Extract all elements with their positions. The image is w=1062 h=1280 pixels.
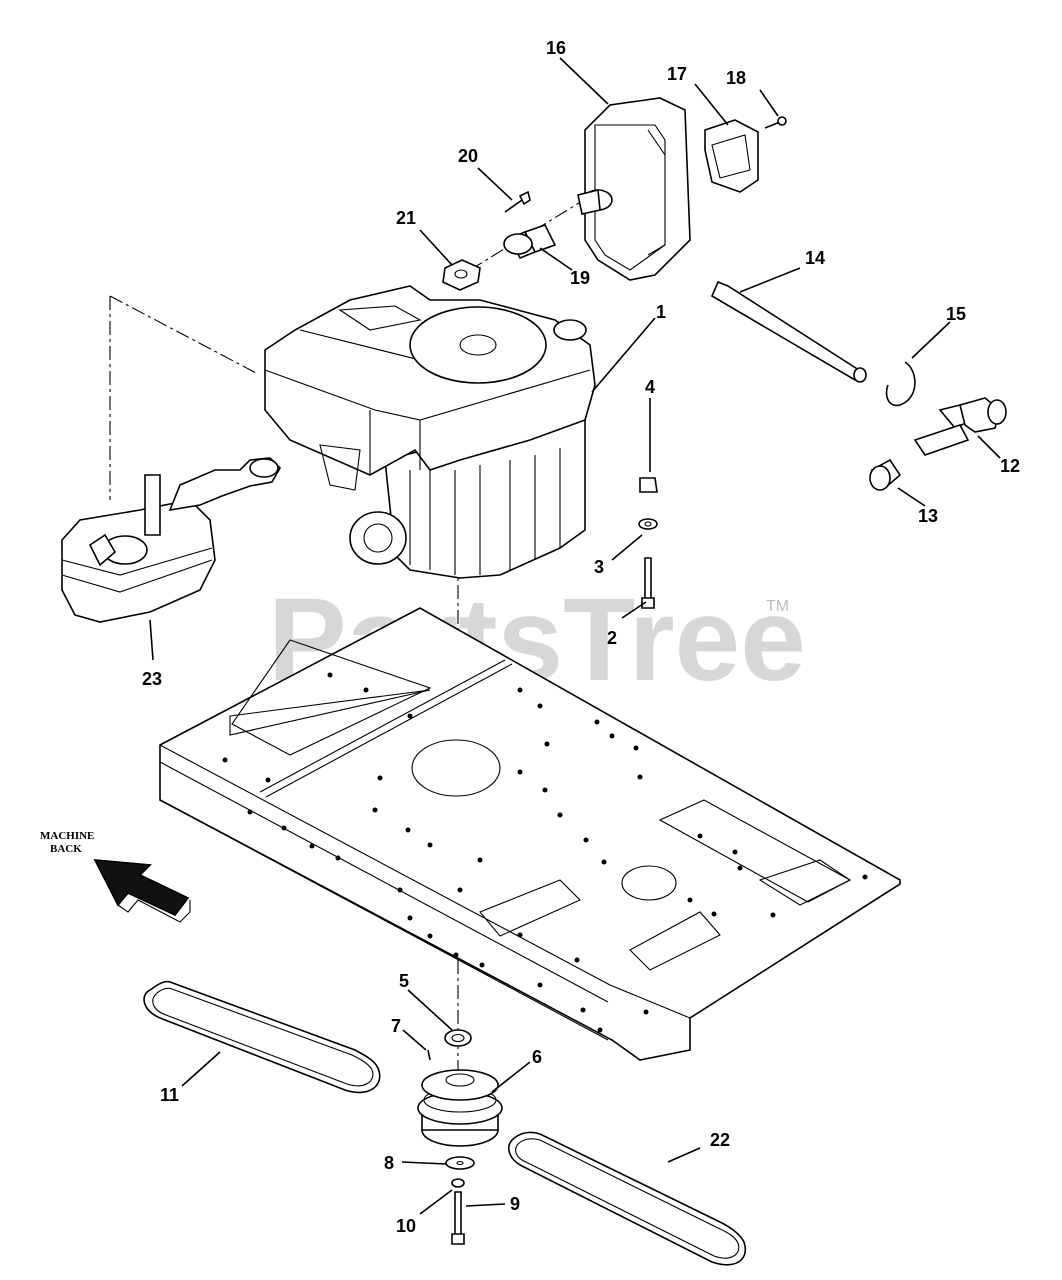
callout-8: 8	[384, 1153, 394, 1173]
cap-13	[869, 458, 902, 491]
bolt-20	[504, 190, 531, 213]
callout-12: 12	[1000, 456, 1020, 476]
bolt-9	[451, 1191, 465, 1245]
callout-15: 15	[946, 304, 966, 324]
belt-11	[143, 980, 381, 1094]
callout-19: 19	[570, 268, 590, 288]
callout-5: 5	[399, 971, 409, 991]
callout-1: 1	[656, 302, 666, 322]
callout-7: 7	[391, 1016, 401, 1036]
machine-back-arrow	[93, 859, 191, 923]
callout-17: 17	[667, 64, 687, 84]
callout-14: 14	[805, 248, 825, 268]
muffler-align-line	[109, 295, 259, 500]
fuel-hose-14	[710, 280, 867, 383]
callout-4: 4	[645, 377, 655, 397]
gasket-17	[704, 119, 759, 193]
clamp-15	[885, 361, 916, 407]
callout-10: 10	[396, 1216, 416, 1236]
gasket-21	[442, 259, 481, 291]
machine-back-label-line2: BACK	[50, 843, 82, 855]
belt-22	[508, 1131, 747, 1266]
rear-muffler	[577, 97, 691, 281]
screw-18	[764, 116, 787, 129]
tee-fitting-12	[913, 397, 1007, 456]
callout-9: 9	[510, 1194, 520, 1214]
callout-11: 11	[160, 1085, 179, 1105]
pulley-6	[417, 1069, 503, 1147]
callout-16: 16	[546, 38, 566, 58]
lock-washer-10	[451, 1178, 465, 1188]
leader-lines	[149, 57, 1001, 1215]
callout-2: 2	[607, 628, 617, 648]
side-muffler	[61, 457, 281, 623]
callout-21: 21	[396, 208, 416, 228]
callout-22: 22	[710, 1130, 730, 1150]
callout-20: 20	[458, 146, 478, 166]
callout-3: 3	[594, 557, 604, 577]
washer-3	[638, 518, 658, 530]
callout-18: 18	[726, 68, 746, 88]
watermark-trademark: TM	[766, 598, 789, 615]
nut-4	[639, 477, 658, 493]
exhaust-pipe-19	[503, 224, 557, 260]
callout-6: 6	[532, 1047, 542, 1067]
engine	[264, 285, 596, 579]
key-7	[427, 1049, 431, 1061]
spacer-5	[444, 1029, 472, 1047]
callout-13: 13	[918, 506, 938, 526]
chassis-frame	[159, 607, 901, 1061]
callout-23: 23	[142, 669, 162, 689]
machine-back-label-line1: MACHINE	[40, 830, 94, 842]
washer-8	[445, 1156, 475, 1170]
callout-labels: 1 2 3 4 5 6 7 8 9 10 11 12 13 14 15 16 1…	[142, 38, 1020, 1236]
